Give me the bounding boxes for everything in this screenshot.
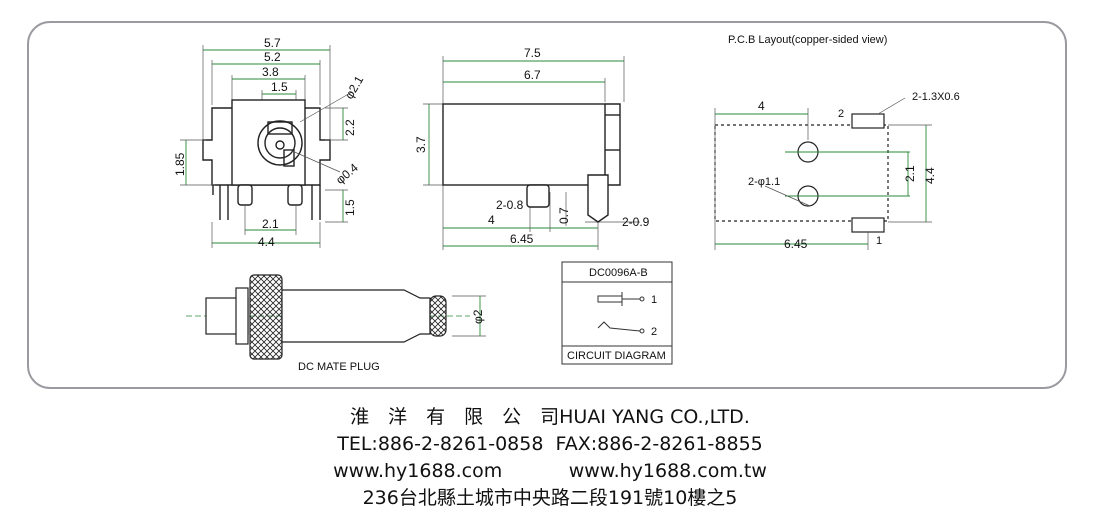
dim-height-22: 2.2 bbox=[343, 119, 357, 136]
circuit-box bbox=[561, 261, 673, 365]
dim-length-total: 7.5 bbox=[524, 46, 541, 60]
address: 236台北縣土城市中央路二段191號10樓之5 bbox=[362, 487, 738, 509]
circuit-pin-2: 2 bbox=[651, 326, 657, 338]
dim-width-small: 1.5 bbox=[271, 80, 288, 94]
pcb-span: 4.4 bbox=[923, 167, 937, 184]
pcb-hole-label: 2-φ1.1 bbox=[748, 176, 780, 188]
dim-base-width: 4.4 bbox=[258, 235, 275, 249]
pcb-pin-1-label: 1 bbox=[876, 235, 882, 247]
pcb-pad-label: 2-1.3X0.6 bbox=[912, 91, 960, 103]
plug-label: DC MATE PLUG bbox=[298, 361, 380, 373]
dim-length-pins: 6.45 bbox=[510, 232, 534, 246]
pcb-view bbox=[714, 97, 932, 250]
pcb-offset: 4 bbox=[758, 99, 765, 113]
side-view bbox=[423, 56, 640, 250]
dim-width-outer: 5.7 bbox=[264, 36, 281, 50]
pcb-title: P.C.B Layout(copper-sided view) bbox=[728, 34, 887, 46]
circuit-pin-1: 1 bbox=[651, 294, 657, 306]
circuit-part: DC0096A-B bbox=[589, 267, 648, 279]
dim-pin-width: 2-0.8 bbox=[496, 198, 524, 212]
plug-dia: φ2 bbox=[471, 309, 485, 324]
dim-pin-len: 1.5 bbox=[343, 199, 357, 216]
front-view bbox=[180, 45, 353, 248]
dim-length-body: 6.7 bbox=[524, 68, 541, 82]
contact-phone: TEL:886-2-8261-0858 FAX:886-2-8261-8855 bbox=[337, 433, 763, 455]
dim-width-mid: 5.2 bbox=[264, 50, 281, 64]
dim-pin-thickness: 0.7 bbox=[557, 207, 571, 224]
dim-pin-width-2: 2-0.9 bbox=[622, 215, 650, 229]
website: www.hy1688.com www.hy1688.com.tw bbox=[333, 460, 767, 482]
dim-pin-pitch: 2.1 bbox=[262, 217, 279, 231]
pcb-pin-2-label: 2 bbox=[838, 108, 844, 120]
dim-side-height: 3.7 bbox=[414, 136, 428, 153]
circuit-title: CIRCUIT DIAGRAM bbox=[567, 350, 666, 362]
company-name: 淮 洋 有 限 公 司HUAI YANG CO.,LTD. bbox=[350, 406, 750, 428]
dc-mate-plug bbox=[186, 274, 486, 360]
dim-height-185: 1.85 bbox=[173, 152, 187, 176]
dim-width-inner: 3.8 bbox=[262, 65, 279, 79]
dim-pin-offset: 4 bbox=[488, 213, 495, 227]
pcb-pitch: 2.1 bbox=[903, 165, 917, 182]
pcb-width: 6.45 bbox=[784, 237, 808, 251]
